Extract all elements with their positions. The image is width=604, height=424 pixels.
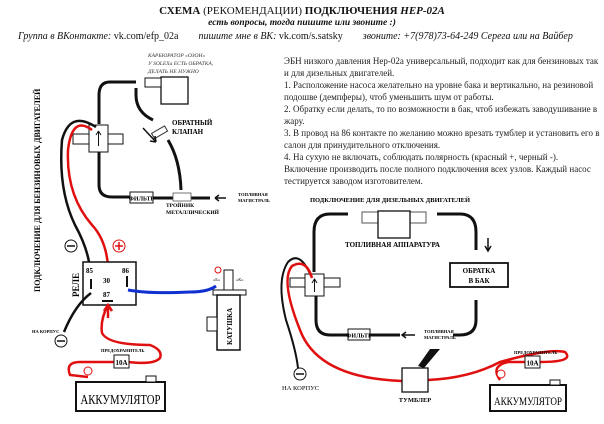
coil-k: «К» <box>236 277 244 282</box>
write-link[interactable]: vk.com/s.satsky <box>278 31 343 42</box>
diesel-supply-pipe <box>312 212 478 337</box>
apparatus-fitting-right <box>409 211 427 224</box>
tee-label-2: МЕТАЛЛИЧЕСКИЙ <box>166 208 220 216</box>
check-valve <box>150 125 169 140</box>
flow-arrow-icon <box>142 127 157 143</box>
battery-plus-icon <box>83 366 93 376</box>
desc-item-1: 1. Расположение насоса желательно на уро… <box>284 80 594 102</box>
coil-b: «Б» <box>213 277 220 282</box>
battery-terminal <box>145 375 157 383</box>
diesel-battery-plus-icon <box>496 369 506 379</box>
petrol-ground-label: НА КОРПУС <box>32 329 59 334</box>
pin-87: 87 <box>103 291 111 299</box>
battery-positive-wire <box>67 304 162 379</box>
subtitle: есть вопросы, тогда пишите или звоните :… <box>208 18 396 28</box>
carb-note: КАРБЮРАТОР «ОЗОН» У SOLEXа ЕСТЬ ОБРАТКА,… <box>147 53 214 75</box>
diesel-ground-label: НА КОРПУС <box>282 385 319 392</box>
pin-85: 85 <box>86 267 94 275</box>
title-conn: ПОДКЛЮЧЕНИЯ <box>304 5 398 17</box>
return-arrow-icon <box>484 238 492 253</box>
switch-label: ТУМБЛЕР <box>399 397 432 404</box>
desc-intro: ЭБН низкого давления Нер-02а универсальн… <box>284 56 599 78</box>
petrol-filter-label: ФИЛЬТР <box>129 197 155 203</box>
write-label: пишите мне в ВК: <box>198 31 277 42</box>
return-pipe <box>134 88 183 191</box>
diesel-battery-label: АККУМУЛЯТОР <box>494 394 562 408</box>
petrol-fuse-label: ПРЕДОХРАНИТЕЛЬ <box>101 348 144 353</box>
pin-30: 30 <box>103 277 111 285</box>
group-link[interactable]: vk.com/efp_02a <box>113 31 179 42</box>
tee-label-1: ТРОЙНИК <box>166 201 194 209</box>
petrol-pump <box>72 124 124 153</box>
tee-fitting <box>172 192 192 202</box>
apparatus-label: ТОПЛИВНАЯ АППАРАТУРА <box>345 241 440 249</box>
petrol-fuse-value: 10А <box>115 359 127 367</box>
petrol-fuse <box>113 354 130 369</box>
diesel-fuel-line-2: МАГИСТРАЛЬ <box>424 335 456 340</box>
diesel-fuse-label: ПРЕДОХРАНИТЕЛЬ <box>514 350 557 355</box>
fuel-apparatus <box>377 210 411 239</box>
group-label: Группа в ВКонтакте: <box>18 31 112 42</box>
description: ЭБН низкого давления Нер-02а универсальн… <box>284 55 600 187</box>
relay-contacts <box>90 276 128 302</box>
pin-86: 86 <box>122 267 130 275</box>
diesel-pump <box>289 273 341 297</box>
call-label: звоните: <box>362 31 401 42</box>
petrol-section-label: ПОДКЛЮЧЕНИЕ ДЛЯ БЕНЗИНОВЫХ ДВИГАТЕЛЕЙ <box>33 88 42 292</box>
diesel-section-label: ПОДКЛЮЧЕНИЕ ДЛЯ ДИЗЕЛЬНЫХ ДВИГАТЕЛЕЙ <box>310 196 470 204</box>
petrol-fuel-line-1: ТОПЛИВНАЯ <box>238 192 269 197</box>
desc-item-2: 2. Обратку если делать, то по возможност… <box>284 104 598 126</box>
diesel-switch <box>401 367 429 393</box>
apparatus-fitting-left <box>361 211 379 224</box>
carb-note-2: У SOLEXа ЕСТЬ ОБРАТКА, <box>148 61 214 67</box>
relay-arrow-icon <box>102 302 114 318</box>
carburetor <box>160 76 189 105</box>
pump-ground-wire <box>59 119 97 263</box>
diesel-fuel-in-arrow-icon <box>400 331 415 339</box>
relay-ground-wire <box>62 292 92 333</box>
check-valve-label-2: КЛАПАН <box>172 128 204 136</box>
return-to-tank <box>449 262 509 288</box>
petrol-fuel-line-2: МАГИСТРАЛЬ <box>238 198 270 203</box>
pump-positive-wire <box>66 124 110 267</box>
title-main: СХЕМА <box>159 5 201 17</box>
signal-wire <box>127 284 217 295</box>
page-title: СХЕМА (РЕКОМЕНДАЦИИ) ПОДКЛЮЧЕНИЯ НЕР-02А <box>0 5 604 17</box>
desc-item-4: 4. На сухую не включать, соблюдать поляр… <box>284 152 591 186</box>
return-label-1: ОБРАТКА <box>463 267 496 275</box>
contacts-line: Группа в ВКонтакте: vk.com/efp_02a пишит… <box>18 31 604 42</box>
petrol-battery-label: АККУМУЛЯТОР <box>81 393 161 408</box>
return-label-2: В БАК <box>468 277 490 285</box>
diesel-ground-wire <box>280 257 312 369</box>
diesel-fuse <box>524 355 541 369</box>
title-paren: (РЕКОМЕНДАЦИИ) <box>203 5 303 17</box>
fuel-in-arrow-icon <box>214 194 226 202</box>
fuel-pipe-to-filter <box>97 152 130 199</box>
diesel-battery <box>489 384 567 412</box>
diesel-fuse-value: 10А <box>526 360 538 368</box>
carb-note-1: КАРБЮРАТОР «ОЗОН» <box>147 53 205 59</box>
coil-plus-icon <box>214 266 222 274</box>
ignition-coil <box>206 269 247 351</box>
diesel-fuel-line-1: ТОПЛИВНАЯ <box>424 329 455 334</box>
title-model: НЕР-02А <box>400 5 445 17</box>
petrol-battery <box>75 381 166 412</box>
diesel-filter-label: ФИЛЬТР <box>346 334 372 340</box>
desc-item-3: 3. В провод на 86 контакте по желанию мо… <box>284 128 600 150</box>
coil-label: КАТУШКА <box>226 308 234 345</box>
switch-pointer <box>418 349 440 368</box>
check-valve-label-1: ОБРАТНЫЙ <box>172 119 213 127</box>
carb-fitting <box>144 77 162 88</box>
carb-note-3: ДЕЛАТЬ НЕ НУЖНО <box>147 69 199 75</box>
fuel-pipe-to-carb <box>97 80 136 124</box>
petrol-filter <box>129 191 154 204</box>
call-value: +7(978)73-64-249 Серега или на Вайбер <box>403 31 573 42</box>
diesel-battery-terminal <box>549 379 561 386</box>
relay-label: РЕЛЕ <box>71 273 81 297</box>
